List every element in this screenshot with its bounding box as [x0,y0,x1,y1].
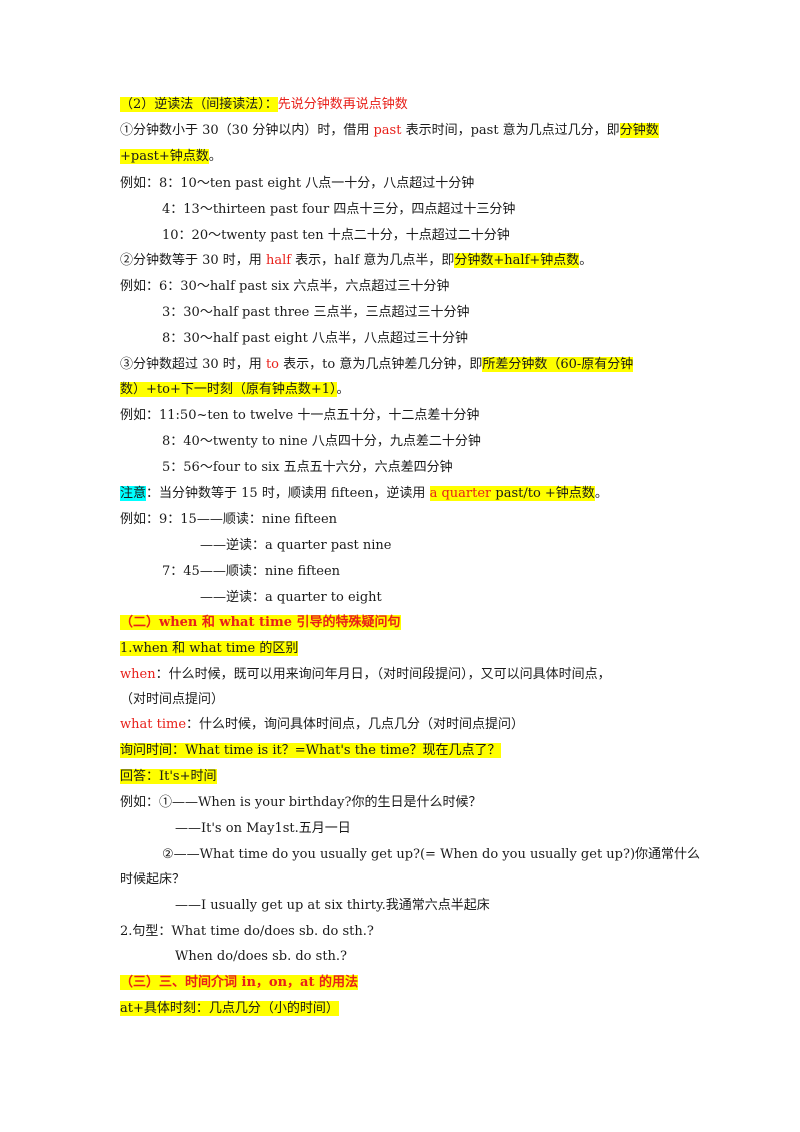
when-definition-cont: （对时间点提问） [120,692,225,707]
highlight-formula: +past+钟点数 [120,149,209,164]
example-line: 例如：8：10～ten past eight 八点一十分，八点超过十分钟 [120,176,475,191]
example-line: 10：20～twenty past ten 十点二十分，十点超过二十分钟 [162,228,510,243]
rule-text: 表示，to 意为几点钟差几分钟，即 [279,357,483,372]
subheading-text: 1.when 和 what time 的区别 [120,641,299,656]
example-line: ②——What time do you usually get up?(= Wh… [162,847,701,862]
example-line: 7：45——顺读：nine fifteen [162,564,341,579]
highlight-answer: 回答：It's+时间 [120,769,217,784]
definition-text: ：什么时候，询问具体时间点，几点几分（对时间点提问） [186,717,525,732]
section-title-red: 先说分钟数再说点钟数 [277,97,408,112]
example-line: 5：56～four to six 五点五十六分，六点差四分钟 [162,460,453,475]
rule-1-line-1: ①分钟数小于 30（30 分钟以内）时，借用 past 表示时间，past 意为… [120,122,680,140]
keyword-half: half [265,253,292,268]
what-time-definition: what time：什么时候，询问具体时间点，几点几分（对时间点提问） [120,716,680,734]
section-heading: （二）when 和 what time 引导的特殊疑问句 [120,614,680,632]
rule-text: 表示时间，past 意为几点过几分，即 [401,123,620,138]
example-line: 例如：6：30～half past six 六点半，六点超过三十分钟 [120,279,450,294]
example-line-cont: 时候起床？ [120,872,186,887]
example-line: ——逆读：a quarter past nine [200,538,392,553]
keyword-what-time: what time [120,717,187,732]
highlight-formula: 数）+to+下一时刻（原有钟点数+1） [120,382,337,397]
note-text: ：当分钟数等于 15 时，顺读用 fifteen，逆读用 [146,486,430,501]
rule-3-line-2: 数）+to+下一时刻（原有钟点数+1）。 [120,381,680,399]
pattern-line: When do/does sb. do sth.? [175,949,348,964]
definition-text: ：什么时候，既可以用来询问年月日，（对时间段提问），又可以问具体时间点， [155,667,611,682]
example-line: ——逆读：a quarter to eight [200,590,382,605]
section-title: （2）逆读法（间接读法）： [120,97,278,112]
punct: 。 [208,149,222,164]
punct: 。 [594,486,608,501]
pattern-line: 2.句型：What time do/does sb. do sth.? [120,924,374,939]
section-heading: （2）逆读法（间接读法）：先说分钟数再说点钟数 [120,96,680,114]
punct: 。 [579,253,593,268]
highlight-ask: 询问时间：What time is it？=What's the time？现在… [120,743,501,758]
rule-text: ①分钟数小于 30（30 分钟以内）时，借用 [120,123,374,138]
rule-text: ③分钟数超过 30 时，用 [120,357,266,372]
note-line: 注意：当分钟数等于 15 时，顺读用 fifteen，逆读用 a quarter… [120,485,680,503]
example-line: 8：30～half past eight 八点半，八点超过三十分钟 [162,331,469,346]
rule-text: ②分钟数等于 30 时，用 [120,253,266,268]
highlight-at-usage: at+具体时刻：几点几分（小的时间） [120,1001,339,1016]
ask-time-line: 询问时间：What time is it？=What's the time？现在… [120,742,680,760]
note-label: 注意 [120,486,147,501]
section-heading: （三）三、时间介词 in，on，at 的用法 [120,974,680,992]
example-line: 例如：11:50~ten to twelve 十一点五十分，十二点差十分钟 [120,408,480,423]
example-line: 3：30～half past three 三点半，三点超过三十分钟 [162,305,470,320]
example-line: 4：13～thirteen past four 四点十三分，四点超过十三分钟 [162,202,516,217]
example-line: ——It's on May1st.五月一日 [175,821,351,836]
keyword-when: when [120,667,156,682]
rule-3-line-1: ③分钟数超过 30 时，用 to 表示，to 意为几点钟差几分钟，即所差分钟数（… [120,356,680,374]
keyword-past: past [373,123,402,138]
section-title: （三）三、时间介词 in，on，at 的用法 [120,975,358,990]
when-definition: when：什么时候，既可以用来询问年月日，（对时间段提问），又可以问具体时间点， [120,666,680,684]
section-title: （二）when 和 what time 引导的特殊疑问句 [120,615,401,630]
highlight-formula: 分钟数+half+钟点数 [454,253,580,268]
keyword-to: to [265,357,280,372]
highlight-formula: 分钟数 [619,123,659,138]
rule-text: 表示，half 意为几点半，即 [291,253,455,268]
at-usage-line: at+具体时刻：几点几分（小的时间） [120,1000,680,1018]
rule-1-line-2: +past+钟点数。 [120,148,680,166]
example-line: 例如：①——When is your birthday?你的生日是什么时候？ [120,795,482,810]
subheading: 1.when 和 what time 的区别 [120,640,680,658]
punct: 。 [336,382,350,397]
rule-2-line: ②分钟数等于 30 时，用 half 表示，half 意为几点半，即分钟数+ha… [120,252,680,270]
example-line: 例如：9：15——顺读：nine fifteen [120,512,338,527]
example-line: ——I usually get up at six thirty.我通常六点半起… [175,898,490,913]
answer-line: 回答：It's+时间 [120,768,680,786]
highlight-quarter: a quarter [429,486,492,501]
example-line: 8：40～twenty to nine 八点四十分，九点差二十分钟 [162,434,481,449]
highlight-formula: 所差分钟数（60-原有分钟 [482,357,634,372]
highlight-formula: past/to +钟点数 [491,486,595,501]
